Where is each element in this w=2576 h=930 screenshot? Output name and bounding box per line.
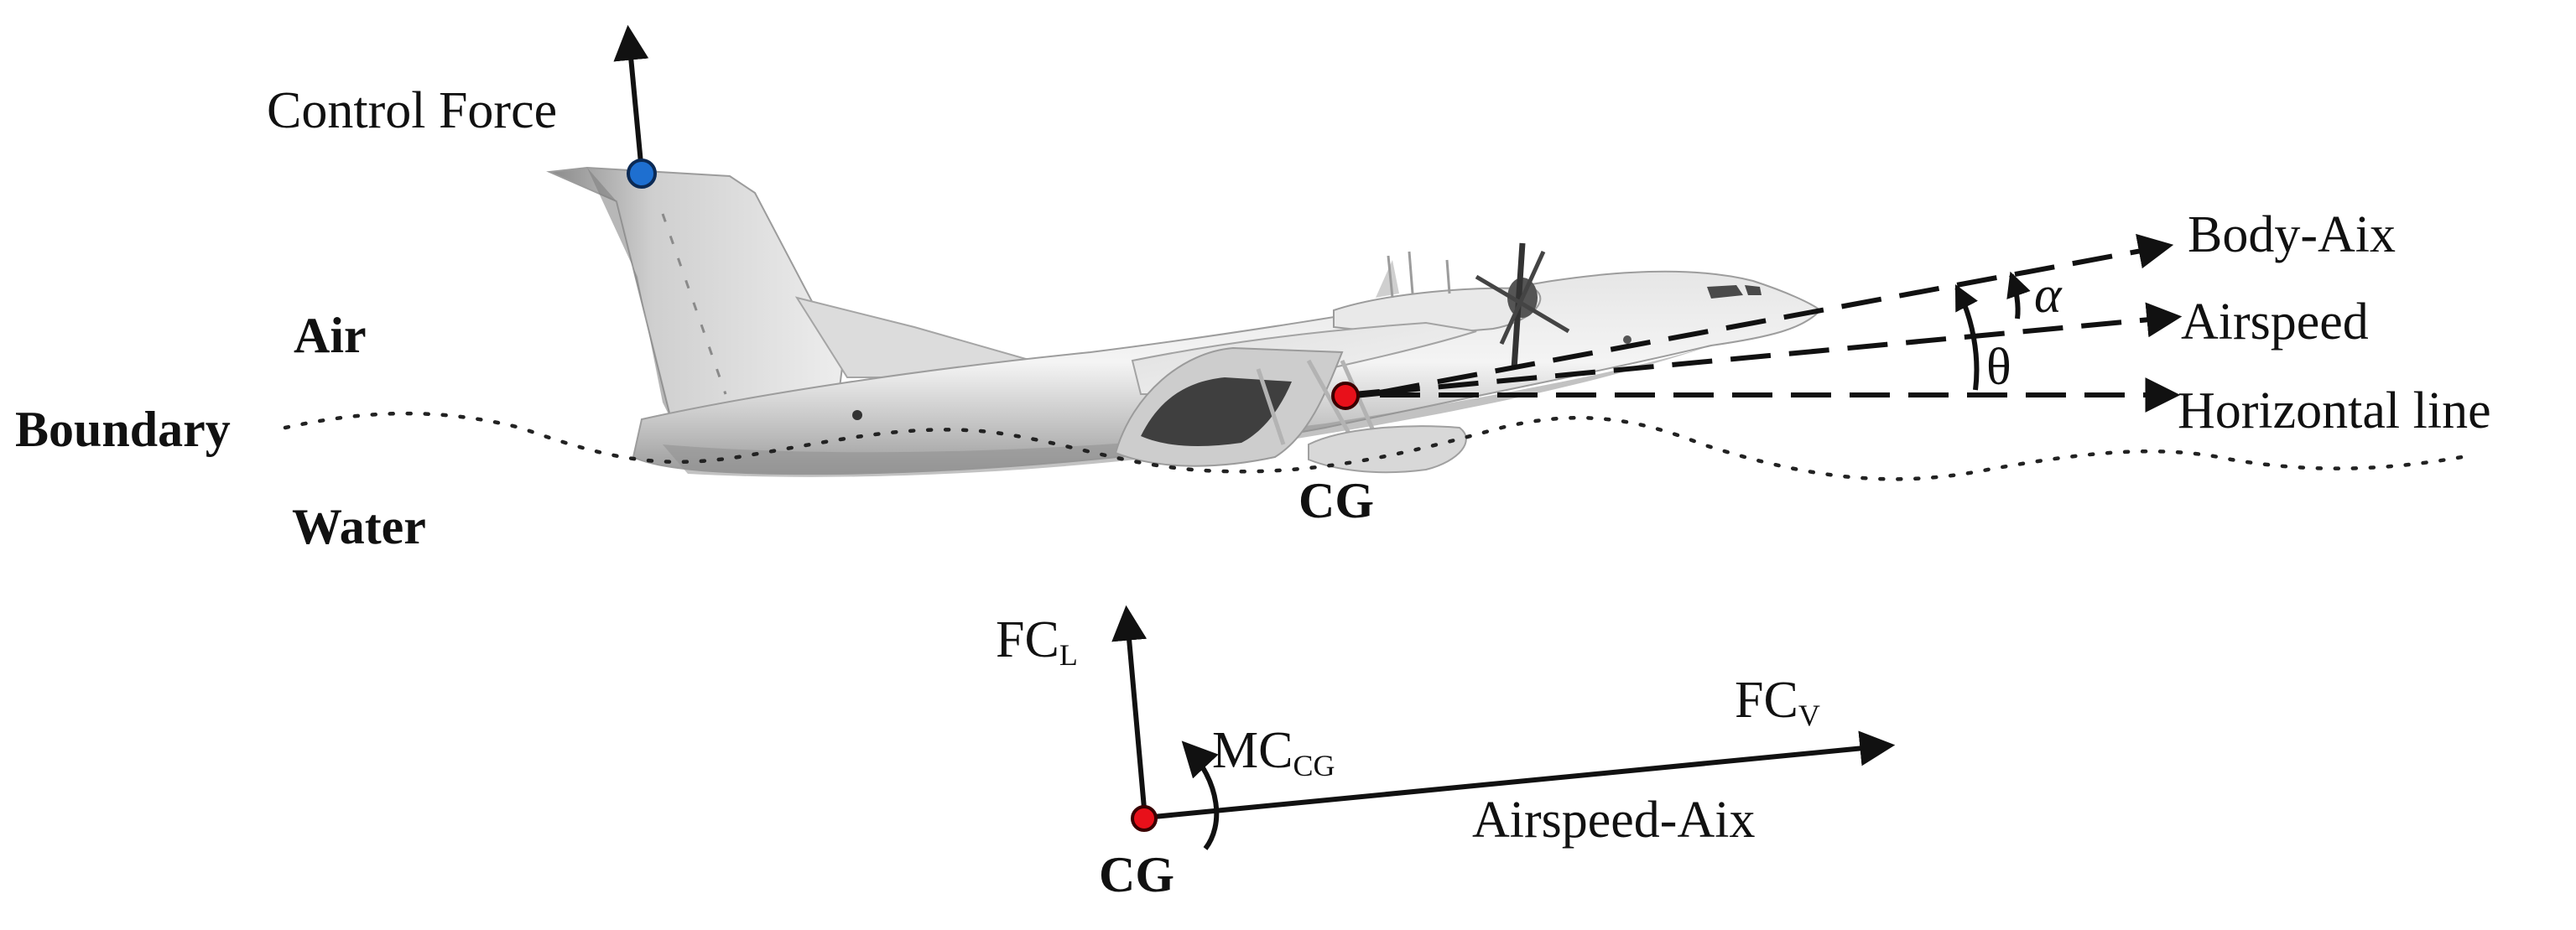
theta-label: θ bbox=[1986, 339, 2011, 396]
horizontal-line-label: Horizontal line bbox=[2178, 382, 2491, 439]
fc-lift-label: FCL bbox=[996, 611, 1078, 672]
body-axis-label: Body-Aix bbox=[2188, 206, 2396, 263]
air-label: Air bbox=[294, 308, 367, 363]
fc-airspeed-label: FCV bbox=[1735, 672, 1820, 732]
airspeed-axis-label: Airspeed-Aix bbox=[1472, 792, 1755, 849]
control-force-arrow bbox=[628, 30, 642, 172]
boundary-label: Boundary bbox=[15, 402, 231, 457]
seaplane-illustration bbox=[549, 168, 1820, 477]
control-force-label: Control Force bbox=[267, 82, 557, 139]
cg-marker-bottom bbox=[1132, 807, 1156, 830]
control-force-point bbox=[628, 160, 655, 187]
moment-label: MCCG bbox=[1212, 722, 1335, 782]
water-label: Water bbox=[292, 499, 426, 554]
fc-lift-arrow bbox=[1127, 610, 1145, 818]
airspeed-label: Airspeed bbox=[2181, 294, 2369, 351]
alpha-label: α bbox=[2034, 267, 2063, 324]
cg-label-aircraft: CG bbox=[1298, 473, 1374, 528]
alpha-arc bbox=[2011, 275, 2018, 319]
cg-label-bottom: CG bbox=[1099, 847, 1174, 902]
cg-marker-aircraft bbox=[1333, 383, 1358, 408]
